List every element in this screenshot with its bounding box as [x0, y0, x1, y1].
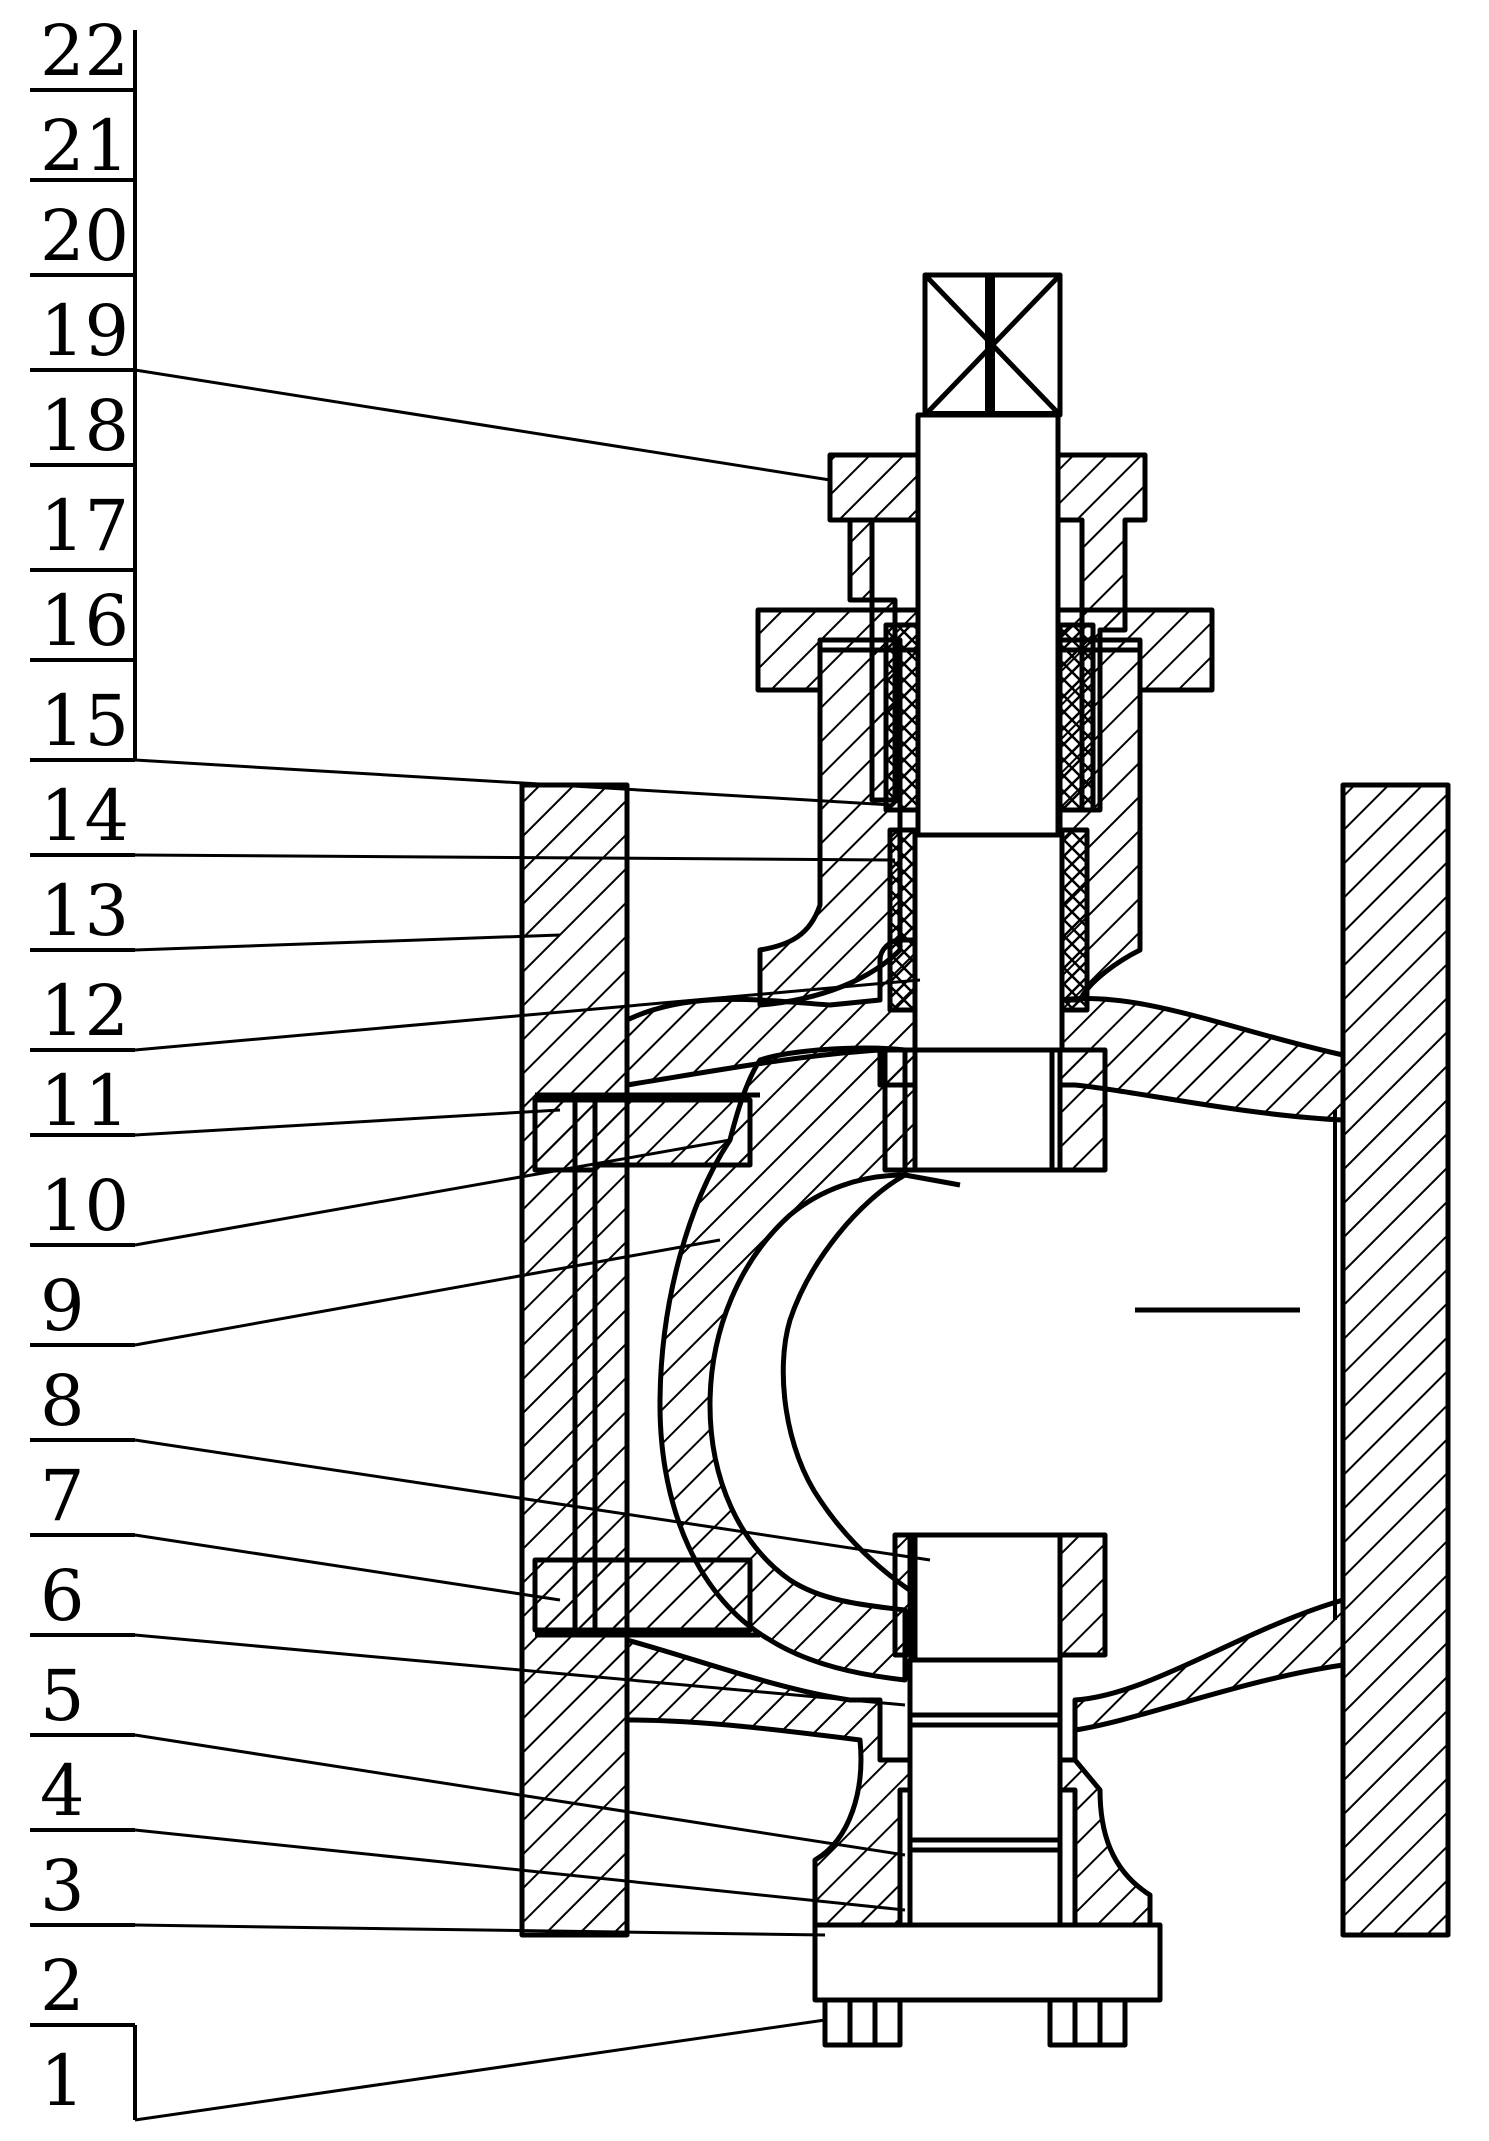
label-22: 22 [40, 10, 129, 92]
label-11: 11 [40, 1060, 129, 1142]
label-12: 12 [40, 970, 129, 1052]
packing-left [883, 622, 922, 813]
bonnet-neck-left [757, 637, 903, 1008]
label-17: 17 [40, 485, 129, 567]
label-15: 15 [40, 680, 129, 762]
bottom-cover [812, 1922, 1163, 2003]
seat-ring-lower [592, 1557, 753, 1633]
upper-stem [915, 412, 1061, 843]
part-labels: 22 21 20 19 18 17 16 15 14 13 12 11 10 9… [40, 10, 129, 2122]
stem-lower [912, 832, 1065, 1053]
label-16: 16 [40, 580, 129, 662]
right-flange [1340, 782, 1451, 1938]
label-2: 2 [40, 1945, 85, 2027]
label-20: 20 [40, 195, 129, 277]
label-column [30, 30, 137, 2120]
label-19: 19 [40, 290, 129, 372]
bolt-left [822, 1997, 903, 2048]
label-9: 9 [40, 1265, 85, 1347]
label-5: 5 [40, 1655, 85, 1737]
label-6: 6 [40, 1555, 85, 1637]
packing-right [1057, 622, 1096, 813]
label-18: 18 [40, 385, 129, 467]
bolt-right [1047, 1997, 1128, 2048]
label-4: 4 [40, 1750, 85, 1832]
seat-ring-upper [592, 1097, 753, 1168]
ball-segment [657, 1045, 908, 1683]
label-8: 8 [40, 1360, 85, 1442]
label-3: 3 [40, 1845, 85, 1927]
stem-bushing-right [1059, 827, 1090, 1013]
label-21: 21 [40, 105, 129, 187]
label-1: 1 [40, 2040, 85, 2122]
label-13: 13 [40, 870, 129, 952]
gland-flange-right [1055, 452, 1148, 813]
seat-retainer-lower [532, 1557, 598, 1633]
lower-trunnion-pin [907, 1657, 1063, 1933]
label-10: 10 [40, 1165, 129, 1247]
label-7: 7 [40, 1455, 85, 1537]
plug-cavity [780, 1172, 962, 1623]
label-14: 14 [40, 775, 129, 857]
leader-lines [134, 368, 931, 2122]
